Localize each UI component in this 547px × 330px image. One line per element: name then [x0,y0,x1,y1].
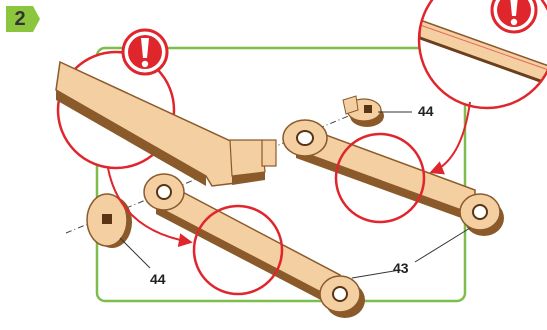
part-label-44-bottom: 44 [150,271,166,287]
part-44-top [343,96,384,127]
part-label-44-top: 44 [418,103,434,119]
exclamation-mark-icon [492,0,536,32]
exclamation-mark-icon [123,30,167,74]
part-label-43: 43 [393,260,409,276]
leader-line-43b [415,228,470,262]
part-43-link-left [144,174,365,318]
leader-line-44-bottom [120,238,150,268]
part-44-bottom [87,194,132,248]
